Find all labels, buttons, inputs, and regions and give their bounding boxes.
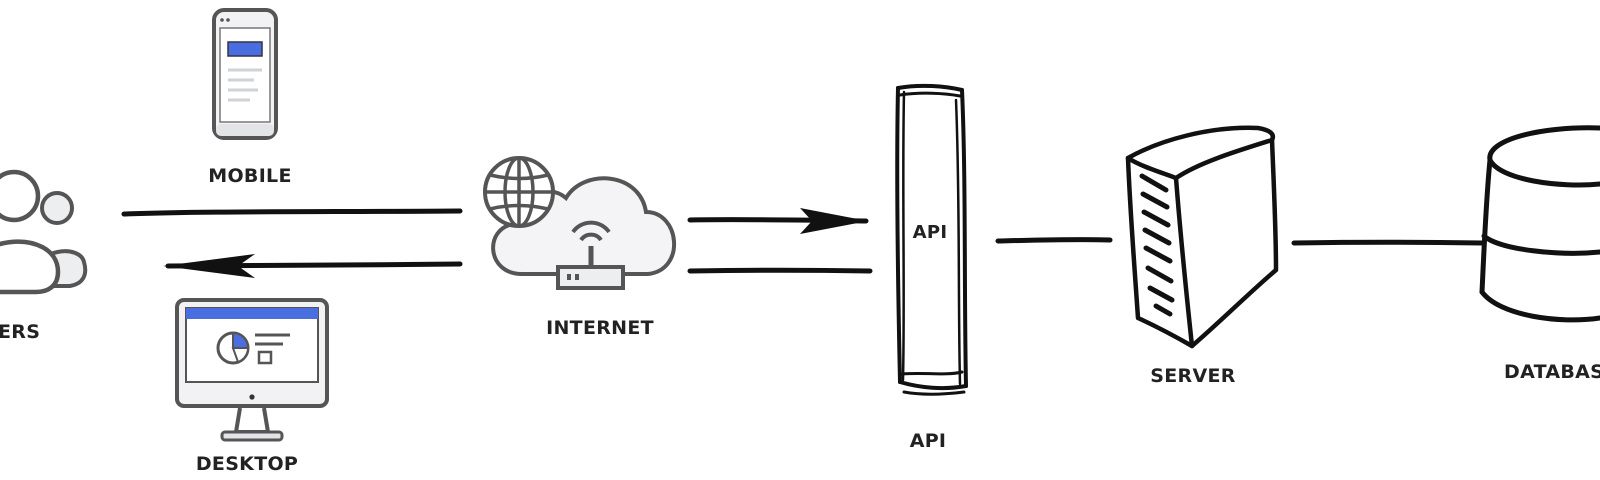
server-database-connector [1291, 239, 1485, 246]
desktop-monitor-icon [175, 298, 329, 442]
server-tower-icon [1125, 125, 1279, 349]
database-label: DATABAS [1504, 361, 1600, 383]
api-label: API [910, 430, 947, 452]
router-icon [556, 220, 625, 290]
internet-label: INTERNET [546, 317, 654, 339]
globe-icon [483, 156, 555, 228]
server-label: SERVER [1150, 365, 1235, 387]
users-internet-connectors [121, 208, 463, 278]
users-icon [0, 169, 88, 295]
api-box-label: API [913, 222, 948, 243]
mobile-phone-icon [212, 8, 278, 140]
mobile-label: MOBILE [208, 165, 292, 187]
database-cylinder-icon [1479, 125, 1600, 323]
api-server-connector [995, 237, 1113, 244]
desktop-label: DESKTOP [196, 453, 298, 475]
users-label: ERS [0, 321, 40, 343]
internet-api-connectors [687, 208, 873, 274]
api-gateway-icon [895, 83, 968, 396]
